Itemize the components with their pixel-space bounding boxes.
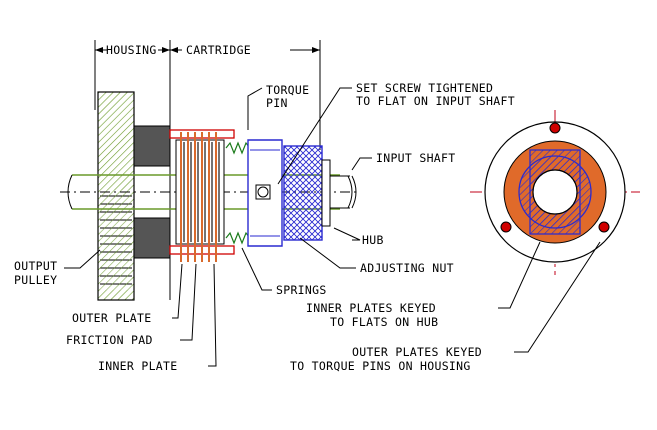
hub-label: HUB bbox=[362, 233, 384, 247]
input-shaft bbox=[330, 175, 357, 209]
torque-pin-label-1: TORQUE bbox=[266, 83, 309, 97]
housing bbox=[133, 125, 171, 259]
hub-body bbox=[247, 139, 283, 247]
output-pulley-label-1: OUTPUT bbox=[14, 259, 57, 273]
set-screw-label-1: SET SCREW TIGHTENED bbox=[356, 81, 493, 95]
friction-pad-label: FRICTION PAD bbox=[66, 333, 153, 347]
input-shaft-label: INPUT SHAFT bbox=[376, 151, 455, 165]
inner-keyed-label-2: TO FLATS ON HUB bbox=[330, 315, 438, 329]
housing-label: HOUSING bbox=[106, 43, 157, 57]
output-pulley bbox=[97, 91, 135, 301]
inner-keyed-label-1: INNER PLATES KEYED bbox=[306, 301, 436, 315]
plate-stack bbox=[175, 132, 225, 262]
cartridge-label: CARTRIDGE bbox=[186, 43, 251, 57]
outer-keyed-label-1: OUTER PLATES KEYED bbox=[352, 345, 482, 359]
outer-keyed-label-2: TO TORQUE PINS ON HOUSING bbox=[290, 359, 471, 373]
leader-lines bbox=[64, 87, 601, 367]
springs-label: SPRINGS bbox=[276, 283, 327, 297]
output-pulley-label-2: PULLEY bbox=[14, 273, 57, 287]
adjusting-nut-label: ADJUSTING NUT bbox=[360, 261, 454, 275]
torque-pin-label-2: PIN bbox=[266, 96, 288, 110]
springs bbox=[225, 141, 251, 245]
set-screw-label-2: TO FLAT ON INPUT SHAFT bbox=[356, 94, 515, 108]
adjusting-nut bbox=[283, 145, 331, 241]
outer-plate-label: OUTER PLATE bbox=[72, 311, 151, 325]
inner-plate-label: INNER PLATE bbox=[98, 359, 177, 373]
end-view bbox=[470, 110, 640, 275]
